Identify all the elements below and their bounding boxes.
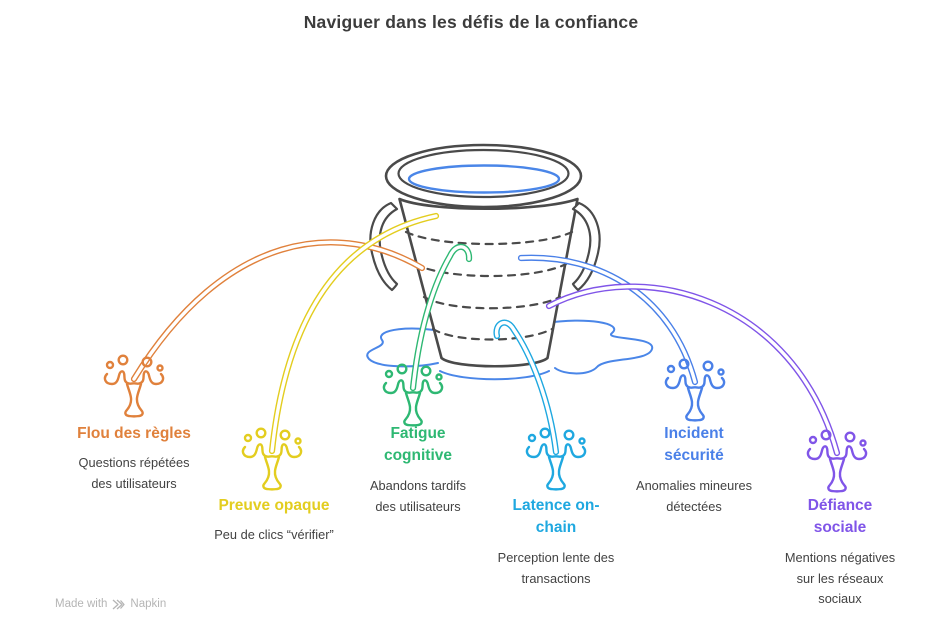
splash-icon <box>103 354 165 418</box>
leak-stream-preuve-opaque <box>268 212 440 455</box>
challenge-flou-des-regles: Flou des règles Questions répétées des u… <box>42 423 226 495</box>
challenge-latence-on-chain: Latence on- chain Perception lente des t… <box>464 495 648 589</box>
bucket-handle-right <box>571 201 601 292</box>
leak-stream-fatigue-cognitive <box>409 243 473 392</box>
challenge-preuve-opaque: Preuve opaque Peu de clics “vérifier” <box>182 495 366 546</box>
page-title: Naviguer dans les défis de la confiance <box>303 12 639 32</box>
water-level-lines <box>404 230 574 341</box>
made-with-text: Made with <box>55 598 108 610</box>
challenge-description: Abandons tardifs des utilisateurs <box>369 477 467 514</box>
leak-stream-defiance-sociale <box>545 283 841 457</box>
challenge-title: Latence on- chain <box>512 497 600 537</box>
challenge-fatigue-cognitive: Fatigue cognitive Abandons tardifs des u… <box>326 423 510 517</box>
challenge-description: Anomalies mineures détectées <box>636 477 752 514</box>
bucket-rim-inner <box>397 148 570 199</box>
challenge-title: Flou des règles <box>77 425 191 442</box>
napkin-logo-icon <box>112 599 126 609</box>
challenge-description: Perception lente des transactions <box>497 549 615 586</box>
attribution: Made with Napkin <box>55 598 166 610</box>
challenge-title: Incident sécurité <box>664 425 724 465</box>
splash-icon <box>664 358 726 422</box>
challenge-description: Mentions négatives sur les réseaux socia… <box>784 549 896 607</box>
challenge-title: Défiance sociale <box>807 497 873 537</box>
challenge-description: Peu de clics “vérifier” <box>214 527 334 543</box>
challenge-description: Questions répétées des utilisateurs <box>78 455 190 492</box>
bucket-rim-outer <box>384 143 583 209</box>
challenge-defiance-sociale: Défiance sociale Mentions négatives sur … <box>748 495 932 610</box>
leak-stream-latence-on-chain <box>493 319 560 456</box>
bucket <box>369 143 601 368</box>
brand-text: Napkin <box>130 598 167 610</box>
challenge-title: Fatigue cognitive <box>383 425 453 465</box>
leak-stream-flou-des-regles <box>130 239 426 383</box>
challenge-incident-securite: Incident sécurité Anomalies mineures dét… <box>602 423 786 517</box>
water-surface <box>407 164 561 194</box>
splash-icon <box>806 429 868 493</box>
challenge-title: Preuve opaque <box>218 497 330 514</box>
bucket-body <box>398 197 579 368</box>
